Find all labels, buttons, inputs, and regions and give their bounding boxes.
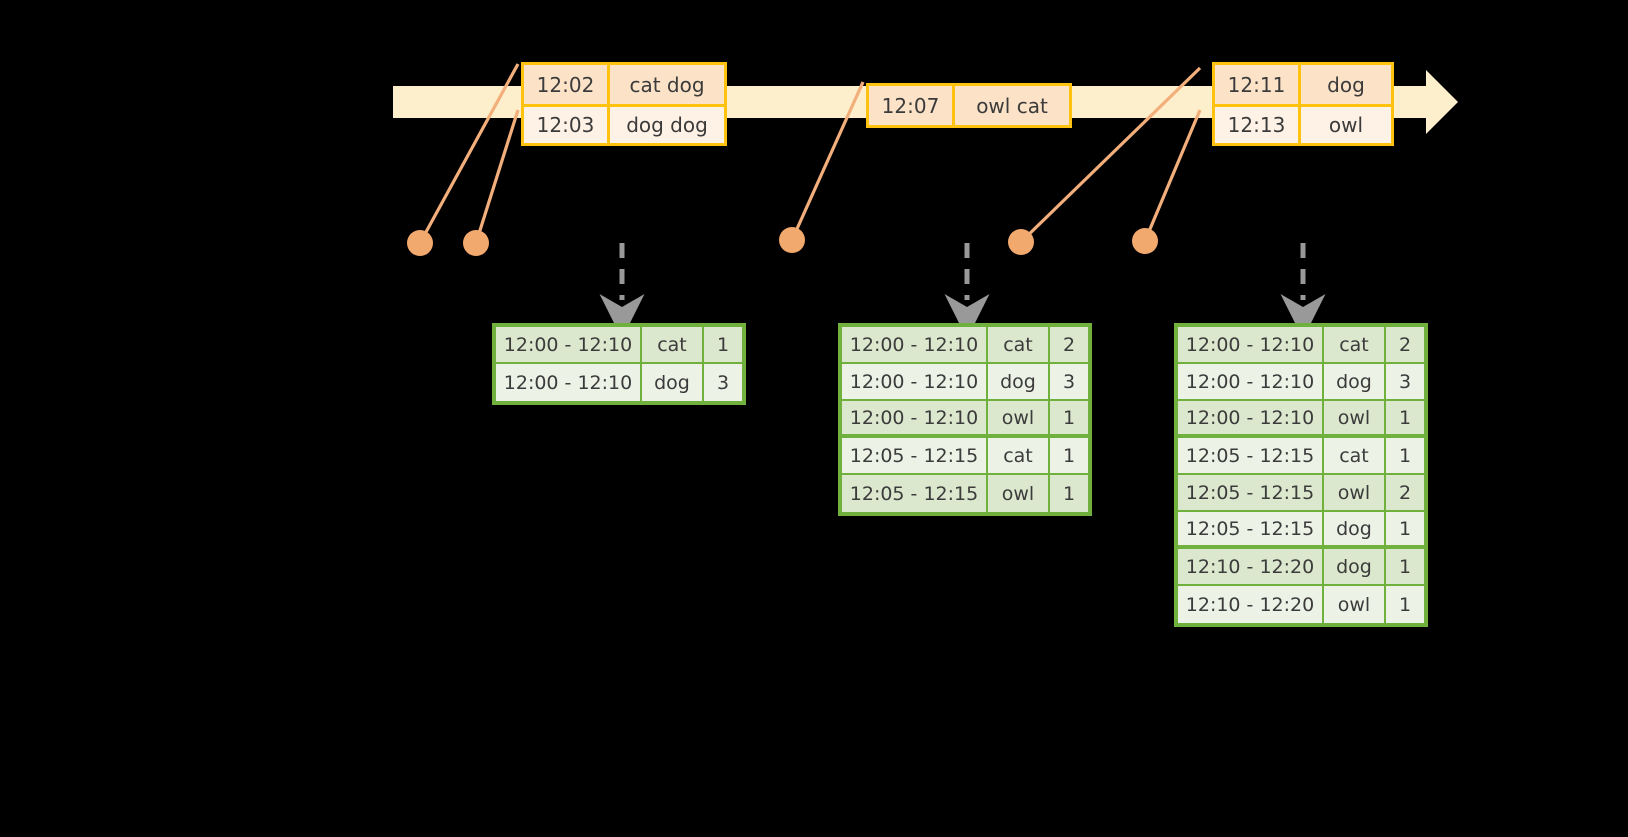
event-value: owl	[1328, 113, 1364, 137]
table-cell-key: dog	[1324, 512, 1386, 545]
connector-line-2	[474, 109, 520, 244]
table-cell-key: owl	[1324, 586, 1386, 623]
table-cell-count: 3	[1050, 364, 1088, 399]
event-value: owl cat	[976, 93, 1048, 118]
table-cell-window: 12:00 - 12:10	[842, 327, 988, 362]
event-value: dog dog	[626, 113, 708, 137]
event-box-2[interactable]: 12:07 owl cat	[866, 83, 1072, 128]
event-value: cat dog	[629, 72, 705, 97]
table-cell-window: 12:00 - 12:10	[842, 401, 988, 434]
sample-dots	[407, 227, 1158, 256]
dashed-arrows	[599, 243, 1326, 339]
table-cell-count: 2	[1386, 327, 1424, 362]
table-cell-count: 1	[1050, 438, 1088, 473]
table-cell-count: 1	[1386, 586, 1424, 623]
connector-line-5	[1143, 109, 1202, 242]
table-cell-key: owl	[988, 475, 1050, 512]
table-cell-count: 1	[1050, 401, 1088, 434]
event-row: 12:11 dog	[1215, 65, 1391, 104]
sample-dot-3	[779, 227, 805, 253]
event-time: 12:03	[524, 107, 610, 143]
table-cell-key: dog	[988, 364, 1050, 399]
sample-dot-2	[463, 230, 489, 256]
table-cell-count: 1	[1386, 438, 1424, 473]
event-time: 12:11	[1215, 65, 1301, 104]
table-cell-window: 12:10 - 12:20	[1178, 549, 1324, 584]
table-cell-key: dog	[642, 364, 704, 401]
event-time: 12:13	[1215, 107, 1301, 143]
table-cell-key: owl	[1324, 401, 1386, 434]
table-cell-count: 1	[1386, 549, 1424, 584]
table-cell-key: cat	[988, 327, 1050, 362]
connector-line-4	[1019, 66, 1202, 244]
sample-dot-5	[1132, 228, 1158, 254]
event-row: 12:13 owl	[1215, 104, 1391, 143]
connector-line-3	[790, 81, 865, 241]
connector-lines	[418, 63, 1202, 244]
table-cell-window: 12:05 - 12:15	[842, 475, 988, 512]
table-cell-key: cat	[1324, 438, 1386, 473]
table-cell-window: 12:05 - 12:15	[1178, 475, 1324, 510]
table-cell-key: cat	[988, 438, 1050, 473]
table-cell-window: 12:00 - 12:10	[1178, 327, 1324, 362]
event-box-1[interactable]: 12:02 cat dog 12:03 dog dog	[521, 62, 727, 146]
table-cell-window: 12:05 - 12:15	[1178, 438, 1324, 473]
event-box-3[interactable]: 12:11 dog 12:13 owl	[1212, 62, 1394, 146]
table-cell-window: 12:00 - 12:10	[496, 327, 642, 362]
table-cell-window: 12:00 - 12:10	[496, 364, 642, 401]
event-row: 12:02 cat dog	[524, 65, 724, 104]
table-cell-window: 12:10 - 12:20	[1178, 586, 1324, 623]
table-cell-count: 3	[1386, 364, 1424, 399]
table-cell-count: 1	[1386, 512, 1424, 545]
table-cell-count: 1	[704, 327, 742, 362]
event-time: 12:07	[869, 86, 955, 125]
table-cell-window: 12:00 - 12:10	[1178, 401, 1324, 434]
table-cell-window: 12:00 - 12:10	[1178, 364, 1324, 399]
sample-dot-1	[407, 230, 433, 256]
table-cell-key: cat	[1324, 327, 1386, 362]
table-cell-count: 1	[1386, 401, 1424, 434]
table-cell-count: 1	[1050, 475, 1088, 512]
table-cell-window: 12:05 - 12:15	[1178, 512, 1324, 545]
event-row: 12:07 owl cat	[869, 86, 1069, 125]
table-cell-key: dog	[1324, 364, 1386, 399]
event-row: 12:03 dog dog	[524, 104, 724, 143]
table-cell-key: owl	[988, 401, 1050, 434]
table-cell-window: 12:05 - 12:15	[842, 438, 988, 473]
table-cell-count: 2	[1050, 327, 1088, 362]
event-value: dog	[1327, 72, 1365, 97]
timeline-arrowhead-icon	[1426, 70, 1458, 134]
connector-line-1	[418, 63, 520, 244]
event-time: 12:02	[524, 65, 610, 104]
table-cell-key: owl	[1324, 475, 1386, 510]
table-cell-count: 3	[704, 364, 742, 401]
table-cell-count: 2	[1386, 475, 1424, 510]
sample-dot-4	[1008, 229, 1034, 255]
table-cell-window: 12:00 - 12:10	[842, 364, 988, 399]
table-cell-key: dog	[1324, 549, 1386, 584]
table-cell-key: cat	[642, 327, 704, 362]
